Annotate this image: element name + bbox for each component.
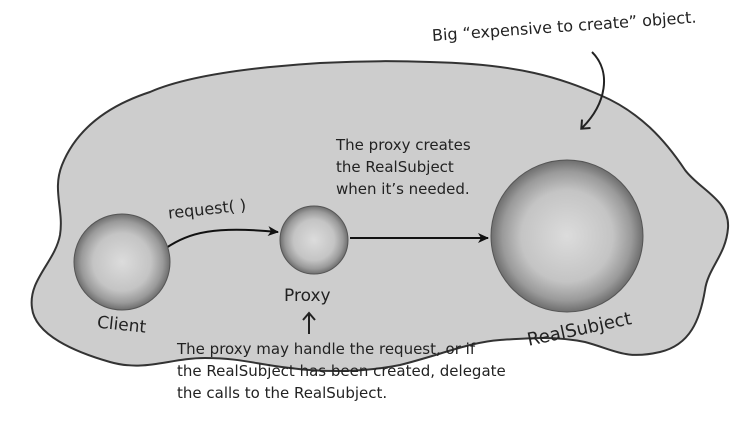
- proxy-handle-line: the calls to the RealSubject.: [177, 384, 388, 402]
- proxy-creates-line: when it’s needed.: [336, 180, 470, 198]
- real-subject-node: [490, 159, 644, 313]
- proxy-handle-line: The proxy may handle the request, or if: [177, 340, 476, 358]
- proxy-creates-annotation: The proxy creates the RealSubject when i…: [336, 134, 471, 200]
- client-node: [73, 213, 171, 311]
- big-object-pointer-arrow: [580, 51, 606, 130]
- proxy-creates-line: The proxy creates: [336, 136, 471, 154]
- request-arrow: [165, 226, 279, 249]
- proxy-node: [279, 205, 349, 275]
- proxy-handle-line: the RealSubject has been created, delega…: [177, 362, 506, 380]
- proxy-label: Proxy: [284, 286, 331, 306]
- proxy-creates-line: the RealSubject: [336, 158, 454, 176]
- proxy-handle-annotation: The proxy may handle the request, or if …: [177, 338, 506, 404]
